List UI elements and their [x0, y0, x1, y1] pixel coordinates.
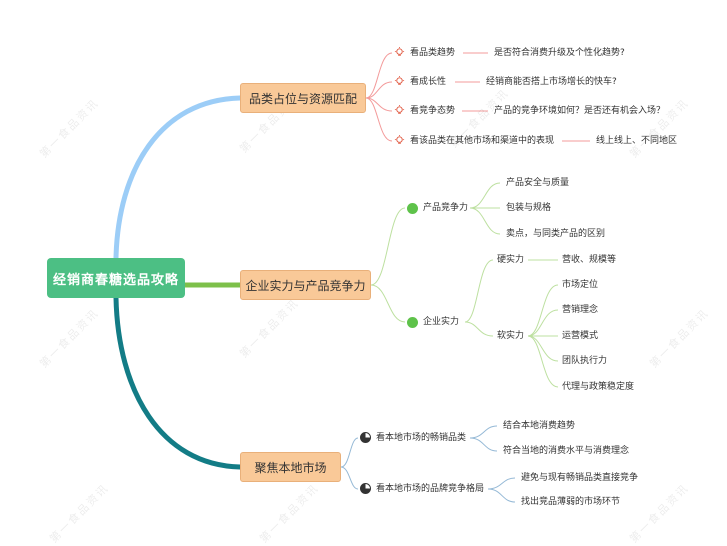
root-node[interactable]: 经销商春糖选品攻略	[47, 258, 185, 298]
product-strength-label[interactable]: 产品竞争力	[423, 203, 469, 213]
item-detail[interactable]: 线上线上、不同地区	[596, 136, 678, 146]
lightbulb-icon	[394, 47, 405, 56]
company-strength-label[interactable]: 企业实力	[423, 317, 460, 327]
local-item-label[interactable]: 看本地市场的畅销品类	[376, 433, 467, 443]
check-icon	[407, 203, 418, 214]
item-label[interactable]: 看品类趋势	[410, 48, 456, 58]
link-root-branch-3	[113, 295, 243, 470]
item-label[interactable]: 看成长性	[410, 77, 447, 87]
links-branch-3	[340, 425, 516, 503]
product-item[interactable]: 卖点，与同类产品的区别	[506, 229, 606, 239]
local-item-detail[interactable]: 结合本地消费趋势	[503, 421, 576, 431]
local-item-label[interactable]: 看本地市场的品牌竞争格局	[376, 484, 485, 494]
soft-item[interactable]: 运营模式	[562, 331, 599, 341]
link-root-branch-1	[113, 95, 243, 261]
item-detail[interactable]: 产品的竞争环境如何？是否还有机会入场？	[494, 106, 666, 116]
branch-node-local-market[interactable]: 聚焦本地市场	[240, 452, 341, 482]
branch-node-category[interactable]: 品类占位与资源匹配	[240, 83, 366, 113]
branch-node-strength[interactable]: 企业实力与产品竞争力	[240, 270, 371, 300]
item-label[interactable]: 看该品类在其他市场和渠道中的表现	[410, 136, 555, 146]
progress-icon	[360, 483, 371, 494]
links-branch-1	[365, 52, 590, 142]
soft-item[interactable]: 团队执行力	[562, 356, 608, 366]
soft-item[interactable]: 市场定位	[562, 280, 599, 290]
check-icon	[407, 317, 418, 328]
product-item[interactable]: 包装与规格	[506, 203, 552, 213]
hard-strength-detail[interactable]: 营收、规模等	[562, 255, 617, 265]
links-branch-2	[370, 182, 559, 388]
progress-icon	[360, 432, 371, 443]
item-label[interactable]: 看竞争态势	[410, 106, 456, 116]
soft-item[interactable]: 营销理念	[562, 305, 599, 315]
item-detail[interactable]: 经销商能否搭上市场增长的快车?	[486, 77, 617, 87]
lightbulb-icon	[394, 105, 405, 114]
lightbulb-icon	[394, 76, 405, 85]
item-detail[interactable]: 是否符合消费升级及个性化趋势?	[494, 48, 625, 58]
soft-strength-label[interactable]: 软实力	[497, 331, 525, 341]
soft-item[interactable]: 代理与政策稳定度	[562, 382, 635, 392]
lightbulb-icon	[394, 135, 405, 144]
local-item-detail[interactable]: 避免与现有畅销品类直接竞争	[521, 473, 639, 483]
product-item[interactable]: 产品安全与质量	[506, 178, 570, 188]
local-item-detail[interactable]: 符合当地的消费水平与消费理念	[503, 446, 630, 456]
local-item-detail[interactable]: 找出竞品薄弱的市场环节	[521, 497, 621, 507]
hard-strength-label[interactable]: 硬实力	[497, 255, 525, 265]
